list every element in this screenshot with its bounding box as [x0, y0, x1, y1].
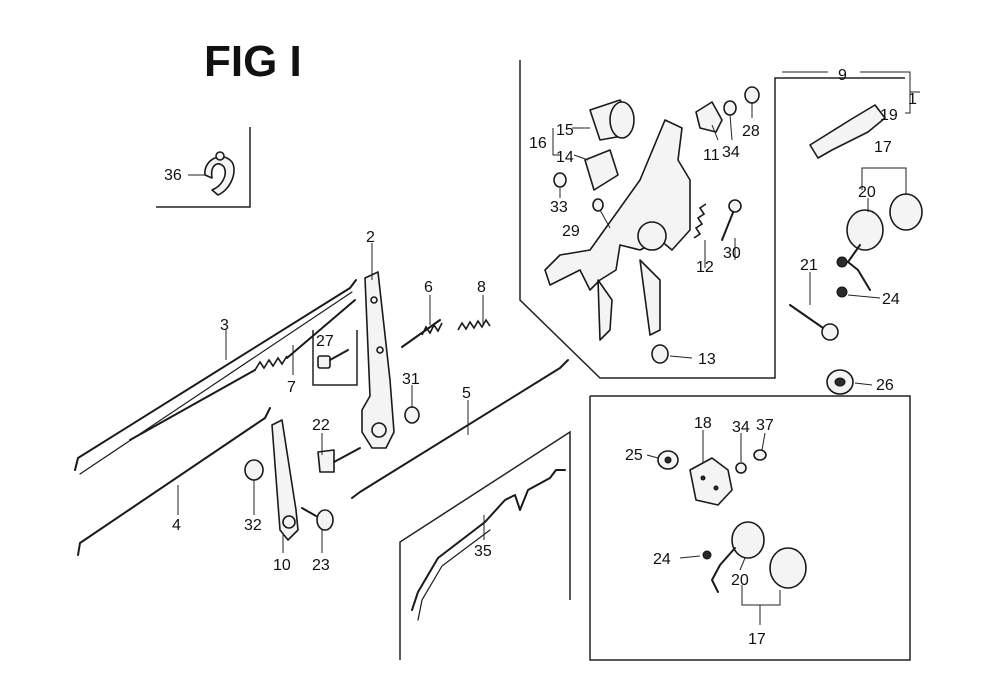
switch-14-part	[584, 149, 619, 191]
washer-34b-part	[735, 462, 747, 474]
figure-title: FIG I	[204, 37, 302, 86]
callout-28: 28	[742, 123, 760, 140]
callout-34-upper: 34	[722, 144, 740, 161]
bracket-19-part	[809, 104, 886, 159]
inset-frame-27	[312, 330, 358, 386]
bolt-21-part	[789, 304, 839, 341]
clamp-26-part	[826, 369, 854, 395]
callout-35: 35	[474, 543, 492, 560]
callout-25: 25	[625, 447, 643, 464]
callout-13: 13	[698, 351, 716, 368]
callout-18: 18	[694, 415, 712, 432]
callout-22: 22	[312, 417, 330, 434]
callout-4: 4	[172, 517, 181, 534]
callout-11: 11	[703, 147, 720, 164]
callout-34-lower: 34	[732, 419, 750, 436]
callout-10: 10	[273, 557, 291, 574]
callout-24-upper: 24	[882, 291, 900, 308]
screw-29-part	[592, 198, 604, 212]
callout-32: 32	[244, 517, 262, 534]
callout-labels: 1 2 3 4 5 6 7 8 9 10 11 12 13 14 15 16 1…	[164, 67, 917, 648]
callout-30: 30	[723, 245, 741, 262]
governor-arm-part	[361, 271, 395, 449]
washer-34-part	[723, 100, 737, 116]
nut-25-part	[657, 450, 679, 470]
callout-20-lower: 20	[731, 572, 749, 589]
leader-lines	[177, 71, 920, 625]
control-knob-17-upper-part	[836, 193, 923, 298]
callout-37: 37	[756, 417, 774, 434]
plate-18-part	[689, 457, 733, 506]
callout-20-upper: 20	[858, 184, 876, 201]
screw-28-part	[744, 86, 760, 104]
callout-3: 3	[220, 317, 229, 334]
callout-17-lower: 17	[748, 631, 766, 648]
inset-frame-switch	[589, 395, 911, 661]
cable-clip-part	[204, 151, 235, 196]
callout-23: 23	[312, 557, 330, 574]
washer-32-part	[244, 459, 264, 481]
bolt-27-part	[317, 349, 349, 369]
nut-13-part	[651, 344, 669, 364]
return-spring-part	[457, 318, 491, 331]
callout-5: 5	[462, 385, 471, 402]
bolt-23-part	[301, 507, 334, 531]
callout-16: 16	[529, 135, 547, 152]
screw-37-part	[753, 449, 767, 461]
bracket-11-part	[695, 101, 723, 133]
callout-15: 15	[556, 122, 574, 139]
callout-12: 12	[696, 259, 714, 276]
choke-lever-part	[271, 419, 299, 541]
stop-switch-15-part	[589, 99, 635, 141]
spring-12-part	[693, 203, 707, 239]
callout-21: 21	[800, 257, 818, 274]
callout-36: 36	[164, 167, 182, 184]
nut-33-part	[553, 172, 567, 188]
control-base-part	[544, 119, 691, 341]
callout-8: 8	[477, 279, 486, 296]
bolt-22-part	[317, 447, 361, 473]
inset-frame-36	[156, 127, 251, 208]
callout-1: 1	[908, 91, 917, 108]
callout-9: 9	[838, 67, 847, 84]
callout-14: 14	[556, 149, 574, 166]
nut-31-part	[404, 406, 420, 424]
callout-27: 27	[316, 333, 334, 350]
callout-19: 19	[880, 107, 898, 124]
adjust-screw-part	[401, 319, 443, 348]
callout-7: 7	[287, 379, 296, 396]
callout-6: 6	[424, 279, 433, 296]
inset-frame-control-base	[519, 60, 905, 379]
callout-29: 29	[562, 223, 580, 240]
governor-spring-rod-part	[129, 299, 356, 441]
callout-2: 2	[366, 229, 375, 246]
throttle-rod-part	[77, 407, 271, 556]
callout-31: 31	[402, 371, 420, 388]
link-rod-35-shadow	[417, 529, 491, 621]
screw-30-part	[721, 199, 742, 241]
link-rod-35-part	[411, 469, 566, 611]
callout-26: 26	[876, 377, 894, 394]
callout-33: 33	[550, 199, 568, 216]
callout-24-lower: 24	[653, 551, 671, 568]
choke-rod-part	[351, 359, 569, 499]
governor-rod-part	[74, 279, 357, 475]
control-knob-17-lower-part	[702, 521, 807, 593]
inset-frame-35	[399, 430, 571, 660]
callout-17-upper: 17	[874, 139, 892, 156]
